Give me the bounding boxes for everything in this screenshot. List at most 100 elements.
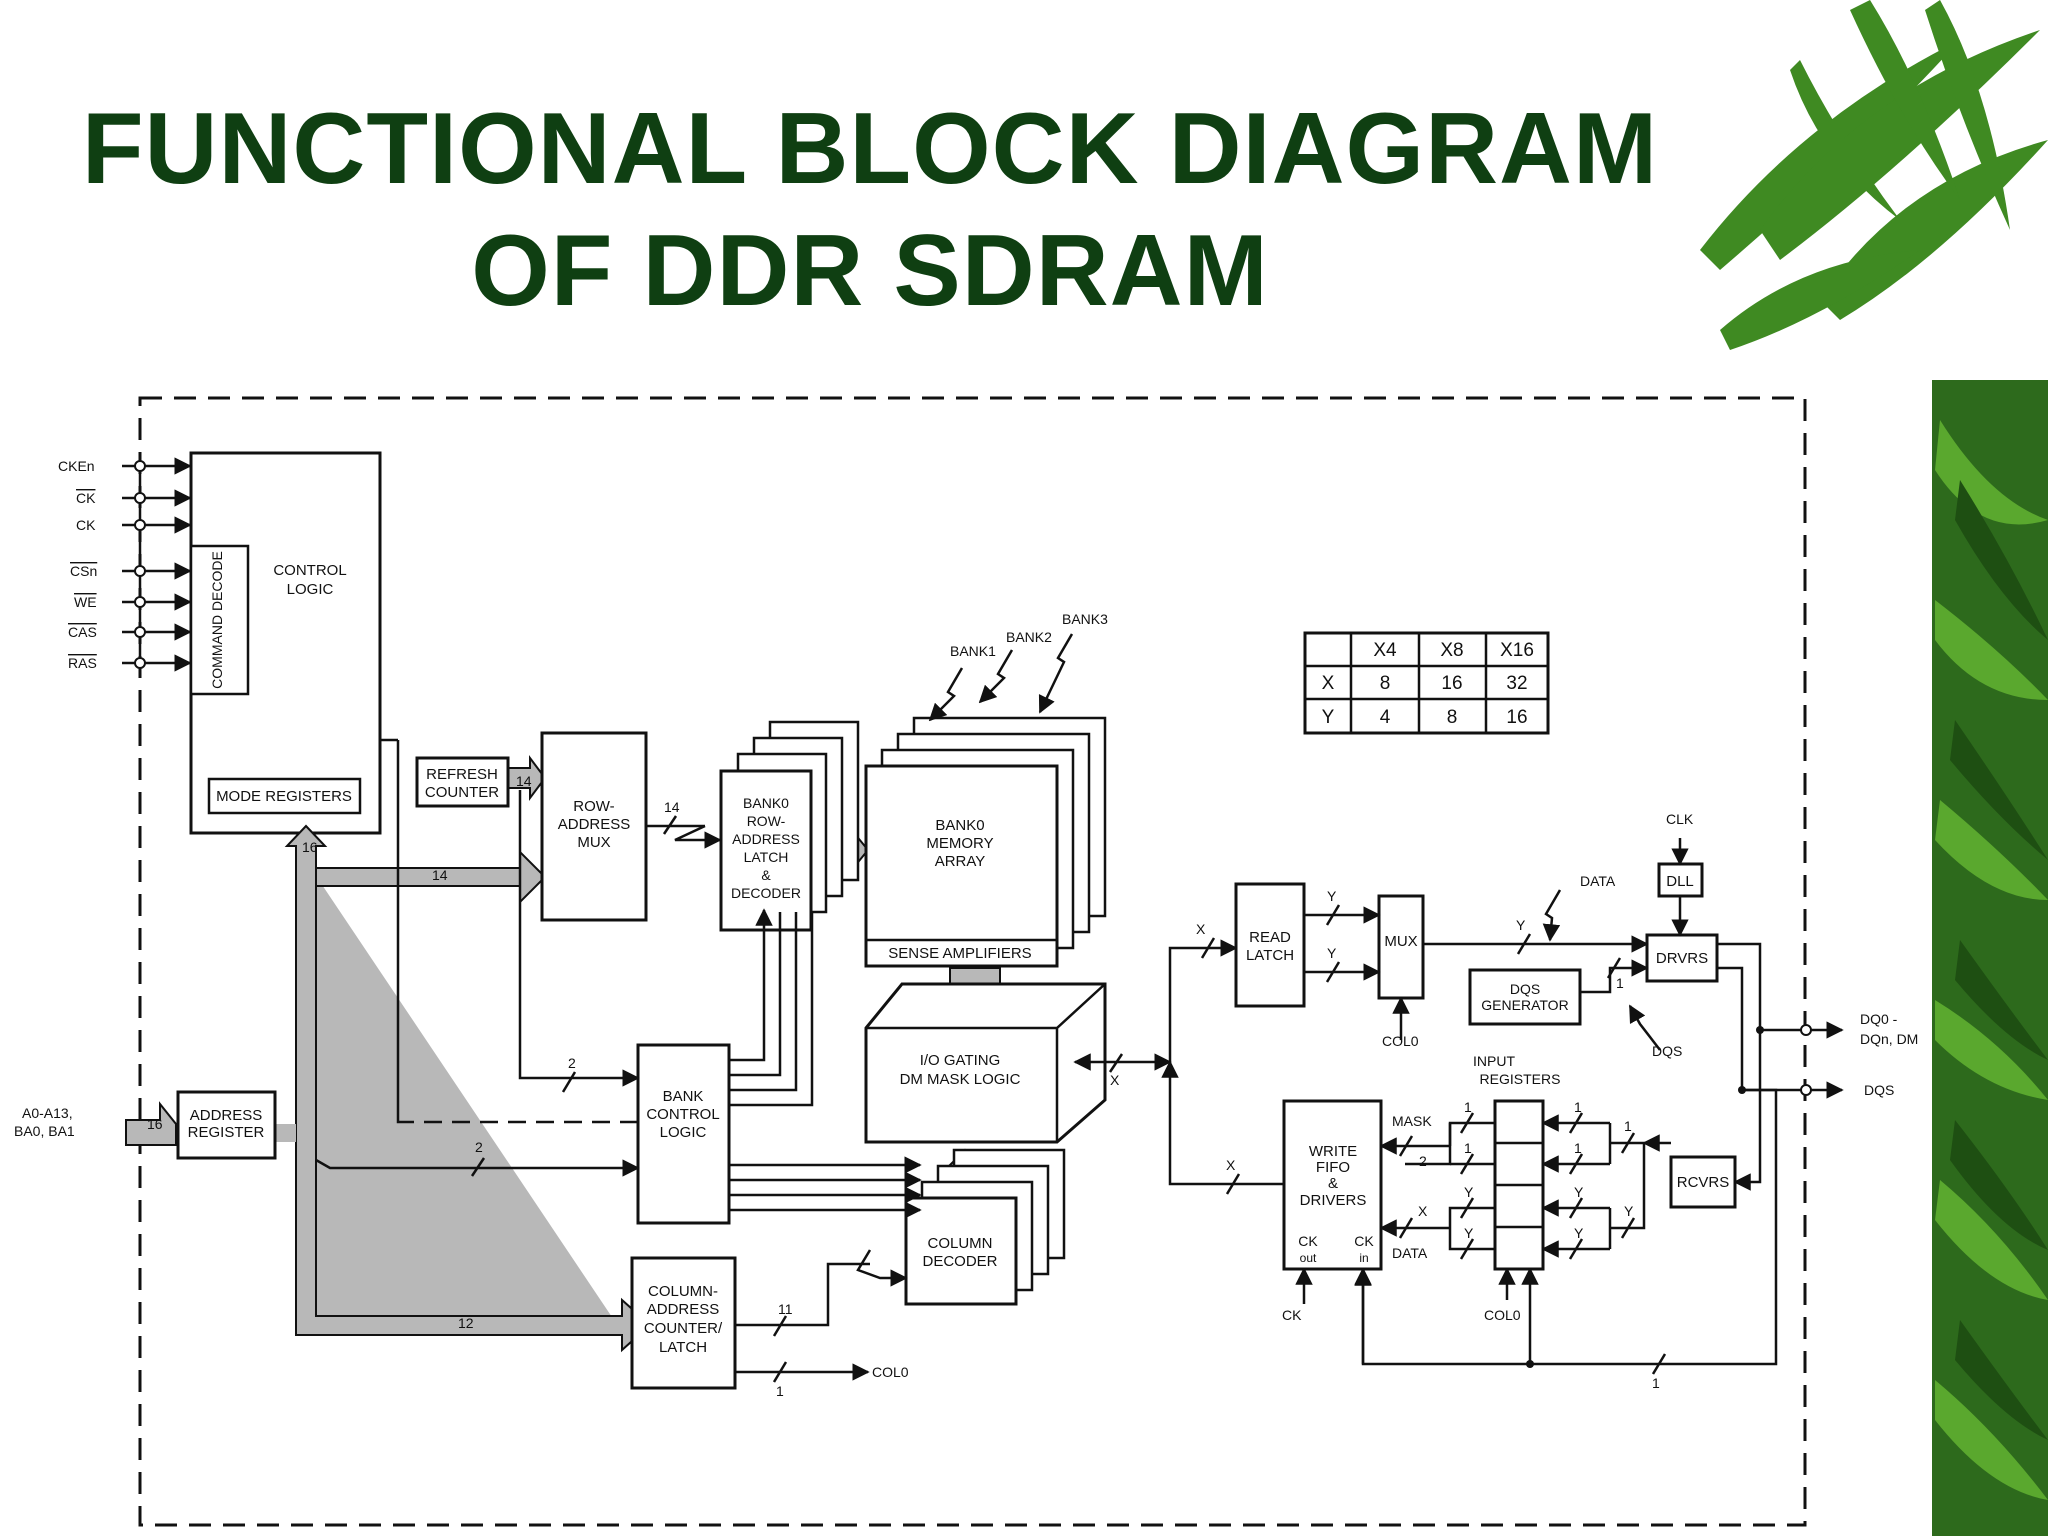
bus-label-14a: 14: [516, 773, 532, 789]
address-input-label-2: BA0, BA1: [14, 1123, 75, 1139]
row-decoder-label-4: LATCH: [744, 849, 789, 865]
column-counter-label-3: COUNTER/: [644, 1320, 723, 1337]
mask-width-label: 2: [1419, 1153, 1427, 1169]
table-row-y-label: Y: [1322, 707, 1335, 728]
read-latch-label-1: READ: [1249, 929, 1291, 946]
memory-array-label-2: MEMORY: [926, 835, 993, 852]
one-label-b: 1: [1464, 1140, 1472, 1156]
ck-bottom-label: CK: [1282, 1307, 1302, 1323]
y-label-1: Y: [1327, 888, 1337, 904]
table-row-x-label: X: [1322, 673, 1335, 694]
bank-control-label-2: CONTROL: [646, 1106, 719, 1123]
ck-in-label-2: in: [1359, 1251, 1368, 1265]
memory-array-label-1: BANK0: [935, 817, 984, 834]
mux-label: MUX: [1384, 933, 1417, 950]
drvrs-label: DRVRS: [1656, 950, 1708, 967]
y-label-c: Y: [1574, 1184, 1584, 1200]
input-registers-label-2: REGISTERS: [1480, 1071, 1561, 1087]
y-out-label: Y: [1516, 917, 1526, 933]
table-row-y-x16: 16: [1506, 707, 1527, 728]
row-decoder-label-2: ROW-: [747, 813, 786, 829]
one-label-d: 1: [1574, 1140, 1582, 1156]
bus-label-11: 11: [778, 1301, 793, 1317]
rcvrs-label: RCVRS: [1677, 1174, 1730, 1191]
bus-label-16: 16: [302, 839, 318, 855]
memory-array-bank0: [864, 764, 1059, 968]
refresh-counter-block: [415, 756, 510, 808]
one-label-a: 1: [1464, 1099, 1472, 1115]
y-label-d: Y: [1574, 1225, 1584, 1241]
bank-control-logic-block: [636, 1043, 731, 1225]
bank-control-label-3: LOGIC: [660, 1124, 707, 1141]
read-x-label: X: [1196, 921, 1206, 937]
refresh-counter-label-2: COUNTER: [425, 784, 499, 801]
bus-label-2b: 2: [475, 1139, 483, 1155]
y-label-a: Y: [1464, 1184, 1474, 1200]
col0-mux-label: COL0: [1382, 1033, 1419, 1049]
write-x-label: X: [1226, 1157, 1236, 1173]
read-latch-block: [1234, 882, 1306, 1008]
ck-out-label-2: out: [1300, 1251, 1317, 1265]
bank3-label: BANK3: [1062, 611, 1108, 627]
bus-label-12: 12: [458, 1315, 474, 1331]
write-fifo-label-1: WRITE: [1309, 1143, 1357, 1160]
bus-label-1: 1: [776, 1383, 784, 1399]
dqs-in-label: DQS: [1652, 1043, 1682, 1059]
bank3-arrow: [1038, 633, 1074, 714]
dq-output-label-1: DQ0 -: [1860, 1011, 1898, 1027]
write-fifo-label-3: &: [1328, 1175, 1338, 1192]
chip-boundary: [138, 396, 1807, 1527]
io-gating-label-1: I/O GATING: [920, 1052, 1001, 1069]
mode-registers-label: MODE REGISTERS: [216, 788, 352, 805]
write-fifo-label-2: FIFO: [1316, 1159, 1350, 1176]
bus-label-14b: 14: [432, 867, 448, 883]
row-decoder-bank0: [719, 769, 813, 932]
column-decoder-label-2: DECODER: [922, 1253, 997, 1270]
read-latch-label-2: LATCH: [1246, 947, 1294, 964]
rcvrs-block: [1669, 1155, 1737, 1209]
title-line-2: OF DDR SDRAM: [471, 215, 1269, 327]
row-decoder-label-1: BANK0: [743, 795, 789, 811]
io-gating-label-2: DM MASK LOGIC: [900, 1071, 1021, 1088]
dqs-generator-block: [1468, 968, 1582, 1026]
table-row-x-x8: 16: [1441, 673, 1462, 694]
one-dqs-label: 1: [1616, 975, 1624, 991]
row-mux-label-2: ADDRESS: [558, 816, 631, 833]
table-header-x8: X8: [1440, 640, 1463, 661]
ck-in-label-1: CK: [1354, 1233, 1374, 1249]
address-bus-width: 16: [147, 1116, 163, 1132]
title-line-1: FUNCTIONAL BLOCK DIAGRAM: [81, 93, 1659, 205]
y-label-b: Y: [1464, 1225, 1474, 1241]
input-cas: CAS: [68, 624, 97, 640]
ck-out-label-1: CK: [1298, 1233, 1318, 1249]
bank2-label: BANK2: [1006, 629, 1052, 645]
bank-control-label-1: BANK: [663, 1088, 704, 1105]
input-registers-block: [1493, 1099, 1545, 1271]
y-label-e: Y: [1624, 1203, 1634, 1219]
column-counter-label-4: LATCH: [659, 1339, 707, 1356]
address-register-label-1: ADDRESS: [190, 1107, 263, 1124]
one-label-c: 1: [1574, 1099, 1582, 1115]
input-registers-label-1: INPUT: [1473, 1053, 1515, 1069]
mode-registers-block: [207, 777, 362, 815]
io-x-label: X: [1110, 1072, 1120, 1088]
command-decode-block: [189, 544, 250, 696]
command-decode-label: COMMAND DECODE: [209, 551, 225, 689]
input-we: WE: [74, 594, 97, 610]
one-bottom-label: 1: [1652, 1375, 1660, 1391]
col0-out-label: COL0: [872, 1364, 909, 1380]
fifo-data-label: DATA: [1392, 1245, 1428, 1261]
address-register-label-2: REGISTER: [188, 1124, 265, 1141]
row-decoder-label-6: DECODER: [731, 885, 801, 901]
control-logic-label-2: LOGIC: [287, 581, 334, 598]
dll-label: DLL: [1666, 873, 1694, 890]
bus-label-14c: 14: [664, 799, 680, 815]
one-label-e: 1: [1624, 1118, 1632, 1134]
bank1-label: BANK1: [950, 643, 996, 659]
col0-input-label: COL0: [1484, 1307, 1521, 1323]
io-gating-block: [864, 982, 1107, 1144]
table-header-x16: X16: [1500, 640, 1534, 661]
sense-amplifiers-label: SENSE AMPLIFIERS: [888, 945, 1031, 962]
